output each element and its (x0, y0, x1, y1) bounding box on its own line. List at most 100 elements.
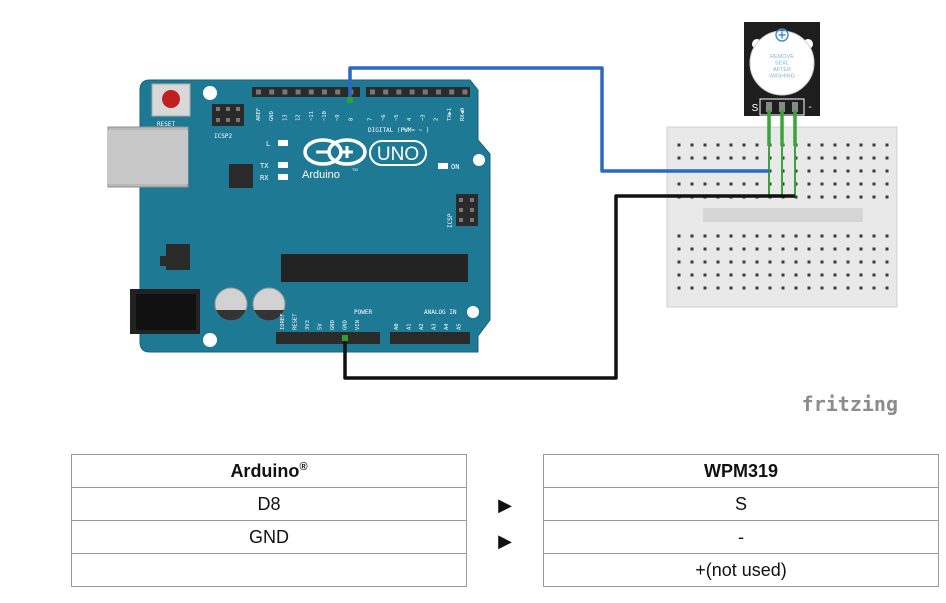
breadboard-hole (716, 247, 720, 251)
plus-marking-icon (775, 28, 789, 42)
breadboard-hole (833, 182, 837, 186)
digital-pin-label: ~11 (309, 111, 315, 121)
breadboard-hole (885, 286, 889, 290)
digital-pin-label: 7 (368, 118, 374, 121)
breadboard-hole (768, 260, 772, 264)
ground-wire (343, 194, 795, 380)
buzzer-pin-s-label: S (752, 103, 759, 114)
wpm319-pin-cell: +(not used) (543, 553, 939, 587)
breadboard-hole (729, 182, 733, 186)
breadboard-hole (872, 234, 876, 238)
breadboard-hole (885, 182, 889, 186)
breadboard-hole (690, 286, 694, 290)
header-pin (462, 89, 468, 95)
breadboard-hole (742, 143, 746, 147)
breadboard-hole (794, 195, 798, 199)
breadboard-hole (833, 195, 837, 199)
breadboard-hole (677, 260, 681, 264)
digital-header-1 (252, 87, 360, 97)
breadboard-hole (807, 195, 811, 199)
header-pin (409, 89, 415, 95)
breadboard-hole (820, 169, 824, 173)
header-pin (396, 89, 402, 95)
led-l-label: L (266, 140, 270, 148)
breadboard-hole (768, 247, 772, 251)
digital-pin-label: ~6 (381, 114, 387, 121)
breadboard-hole (781, 260, 785, 264)
breadboard-hole (794, 273, 798, 277)
breadboard-hole (846, 182, 850, 186)
seal-text-line: SEAL (775, 61, 789, 67)
reset-label: RESET (157, 121, 175, 128)
led-rx-label: RX (260, 174, 269, 182)
breadboard-hole (677, 143, 681, 147)
breadboard-hole (755, 143, 759, 147)
breadboard-hole (885, 273, 889, 277)
wpm319-pin-table: WPM319 S - +(not used) (543, 454, 939, 587)
breadboard-hole (885, 234, 889, 238)
breadboard-hole (833, 286, 837, 290)
breadboard-hole (729, 156, 733, 160)
breadboard-hole (820, 286, 824, 290)
breadboard-hole (846, 195, 850, 199)
arrow-right-icon: ▶ (498, 531, 512, 552)
model-label: UNO (377, 144, 419, 165)
breadboard-hole (859, 247, 863, 251)
power-pin-label: 5V (318, 323, 324, 330)
breadboard-hole (885, 143, 889, 147)
breadboard-hole (820, 234, 824, 238)
breadboard-hole (885, 169, 889, 173)
seal-text-line: WASHING (769, 74, 795, 80)
analog-pin-label: A1 (407, 323, 413, 330)
breadboard-hole (859, 286, 863, 290)
breadboard-hole (768, 286, 772, 290)
wpm319-pin-cell: - (543, 520, 939, 554)
breadboard-hole (755, 273, 759, 277)
breadboard-hole (859, 195, 863, 199)
power-header (276, 332, 380, 344)
breadboard-hole (716, 260, 720, 264)
breadboard-hole (820, 156, 824, 160)
breadboard-hole (859, 234, 863, 238)
breadboard-hole (781, 273, 785, 277)
breadboard-hole (755, 182, 759, 186)
breadboard-hole (846, 273, 850, 277)
breadboard-hole (859, 260, 863, 264)
breadboard-hole (872, 247, 876, 251)
seal-text-line: REMOVE (770, 54, 794, 60)
digital-pin-label: GND (269, 111, 275, 121)
analog-label: ANALOG IN (424, 309, 457, 316)
breadboard-hole (781, 234, 785, 238)
breadboard-hole (833, 260, 837, 264)
breadboard-hole (807, 260, 811, 264)
breadboard-hole (768, 234, 772, 238)
breadboard-hole (677, 156, 681, 160)
on-label: ON (451, 163, 459, 171)
analog-pin-label: A4 (444, 323, 450, 330)
breadboard-hole (742, 182, 746, 186)
breadboard-hole (807, 156, 811, 160)
breadboard-hole (833, 156, 837, 160)
breadboard-hole (716, 182, 720, 186)
mount-hole (467, 306, 479, 318)
header-pin (322, 89, 327, 95)
brand-label: Arduino (302, 169, 340, 181)
signal-wire-d8 (348, 66, 769, 173)
digital-pin-label: TX▶1 (447, 108, 453, 121)
digital-pin-label: ~10 (322, 111, 328, 121)
arduino-pin-cell: GND (71, 520, 467, 554)
breadboard-hole (885, 260, 889, 264)
wpm319-pin-cell: S (543, 487, 939, 521)
digital-pin-label: 13 (282, 114, 288, 121)
breadboard-hole (729, 273, 733, 277)
breadboard-hole (677, 273, 681, 277)
breadboard-hole (690, 234, 694, 238)
breadboard-hole (755, 286, 759, 290)
breadboard-hole (716, 234, 720, 238)
breadboard-hole (820, 182, 824, 186)
header-pin (383, 89, 389, 95)
breadboard-hole (794, 260, 798, 264)
breadboard-hole (729, 247, 733, 251)
